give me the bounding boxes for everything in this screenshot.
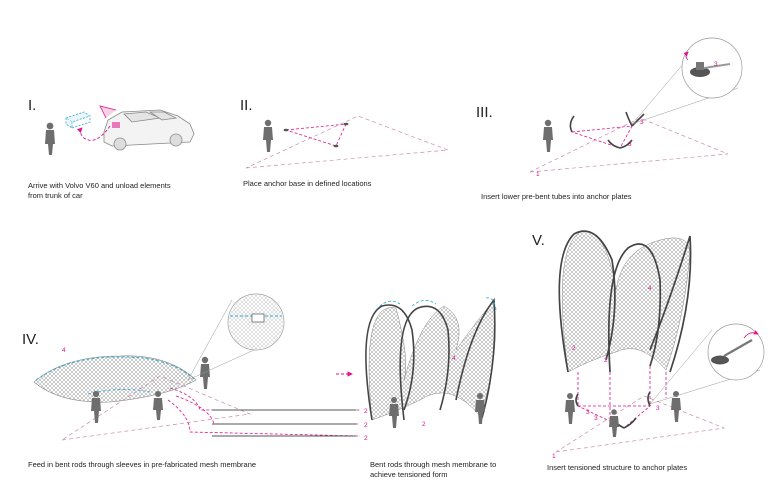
label-3: 3 xyxy=(628,141,632,148)
flat-mesh-membrane xyxy=(33,355,197,403)
person-figure xyxy=(475,393,485,424)
step-3-caption: Insert lower pre-bent tubes into anchor … xyxy=(481,192,632,201)
step-4b: 4 2 Bent rods through mesh membrane to a… xyxy=(336,297,497,479)
label-2: 2 xyxy=(572,345,576,352)
car-illustration xyxy=(99,105,195,151)
step-4b-caption-line-1: Bent rods through mesh membrane to xyxy=(370,460,496,469)
step-5-numeral: V. xyxy=(532,232,545,249)
person-figure xyxy=(263,119,273,152)
person-figure xyxy=(671,391,681,422)
person-figure xyxy=(565,393,575,424)
step-1-numeral: I. xyxy=(28,97,36,114)
step-4b-caption-line-2: achieve tensioned form xyxy=(370,470,448,479)
person-figure xyxy=(45,122,55,155)
label-2: 2 xyxy=(604,357,608,364)
anchor-layout xyxy=(571,125,633,149)
label-1: 1 xyxy=(536,171,540,178)
step-5: V. xyxy=(532,230,765,472)
label-4: 4 xyxy=(452,355,456,362)
rod-guides xyxy=(375,297,497,311)
label-4: 4 xyxy=(648,285,652,292)
label-3: 3 xyxy=(586,409,590,416)
anchor-detail-callout xyxy=(649,323,765,405)
anchor-layout xyxy=(285,123,347,147)
step-2: II. Place anchor base in defined locatio… xyxy=(240,97,449,188)
step-4: IV. 4 2 2 xyxy=(22,293,368,469)
feed-paths xyxy=(167,387,361,437)
label-2: 2 xyxy=(364,435,368,442)
site-triangle xyxy=(245,115,449,169)
anchor-bases xyxy=(283,122,349,148)
sleeve-detail-callout xyxy=(187,293,285,381)
person-figure xyxy=(389,397,399,428)
pre-bent-tubes xyxy=(569,111,645,149)
arched-rods xyxy=(558,230,692,373)
label-4: 4 xyxy=(62,347,66,354)
step-5-caption: Insert tensioned structure to anchor pla… xyxy=(547,463,687,472)
step-2-caption: Place anchor base in defined locations xyxy=(243,179,372,188)
unload-arrow xyxy=(76,125,111,141)
person-figure xyxy=(200,356,210,389)
step-4-caption: Feed in bent rods through sleeves in pre… xyxy=(28,460,256,469)
person-figure xyxy=(543,119,553,152)
label-3: 3 xyxy=(640,119,644,126)
site-triangle xyxy=(61,375,252,441)
anchor-layout xyxy=(577,405,652,429)
step-3-numeral: III. xyxy=(476,104,493,121)
step-1-caption-line-1: Arrive with Volvo V60 and unload element… xyxy=(28,181,171,190)
callout-label-3: 3 xyxy=(714,61,718,68)
step-3: III. 3 3 3 1 Insert lower pre-bent xyxy=(476,37,743,201)
person-figure xyxy=(609,409,619,437)
step-1-caption-line-2: from trunk of car xyxy=(28,191,83,200)
label-3: 3 xyxy=(594,415,598,422)
person-figure xyxy=(91,390,101,423)
site-triangle xyxy=(529,117,729,173)
site-triangle xyxy=(555,395,726,453)
step-4-numeral: IV. xyxy=(22,331,39,348)
anchor-detail-callout: 3 xyxy=(631,37,743,125)
label-2: 2 xyxy=(422,421,426,428)
tensioned-mesh-form xyxy=(561,231,691,373)
label-1: 1 xyxy=(552,453,556,460)
person-figure xyxy=(153,391,163,420)
bent-rods xyxy=(212,409,356,437)
label-2: 2 xyxy=(364,422,368,429)
step-2-numeral: II. xyxy=(240,97,253,114)
arched-rods xyxy=(365,297,496,421)
element-box xyxy=(65,111,91,129)
label-3: 3 xyxy=(656,405,660,412)
label-2: 2 xyxy=(364,408,368,415)
step-1: I. Arrive with Volvo V60 and unload elem… xyxy=(28,97,195,200)
